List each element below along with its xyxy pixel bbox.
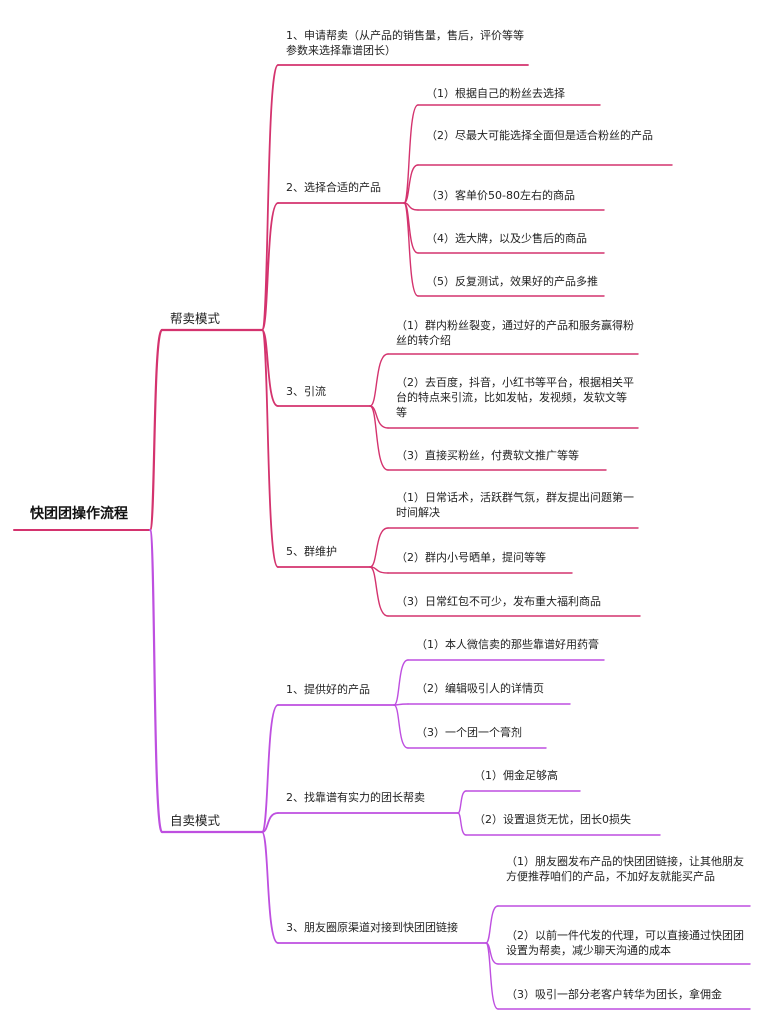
branch-1-topic-2-item-2-label: （3）吸引一部分老客户转华为团长，拿佣金 <box>506 988 722 1001</box>
branch-1-topic-0-item-0-label: （1）本人微信卖的那些靠谱好用药膏 <box>416 638 599 651</box>
branch-0-topic-1-item-4-connector <box>403 202 419 297</box>
branch-1-topic-0-item-2-connector <box>393 704 409 749</box>
branch-1-topic-2-connector <box>261 831 279 944</box>
branch-1-topic-2-item-0-connector <box>485 905 499 944</box>
branch-1-topic-1-item-0-label: （1）佣金足够高 <box>474 769 558 782</box>
branch-0-topic-2-connector <box>261 329 279 407</box>
branch-0-topic-1-item-2-label: （3）客单价50-80左右的商品 <box>426 189 575 202</box>
branch-1-topic-0-connector <box>261 704 279 833</box>
root-topic: 快团团操作流程 <box>30 506 128 522</box>
branch-0-topic-3-item-0-label: （1）日常话术，活跃群气氛，群友提出问题第一时间解决 <box>396 491 634 519</box>
branch-0-topic-3-label: 5、群维护 <box>286 545 337 558</box>
branch-0-topic-1-connector <box>261 202 279 331</box>
branch-0-topic-2-item-2-connector <box>369 405 389 471</box>
branch-0-topic-1-item-1-label: （2）尽最大可能选择全面但是适合粉丝的产品 <box>426 129 653 142</box>
branch-0-topic-3-item-0-connector <box>369 527 389 568</box>
branch-0-topic-1-item-1-connector <box>403 164 419 204</box>
branch-1-topic-1-connector <box>261 812 279 833</box>
branch-1-topic-1-item-1-label: （2）设置退货无忧，团长0损失 <box>474 813 631 826</box>
branch-0-topic-1-item-0-label: （1）根据自己的粉丝去选择 <box>426 87 565 100</box>
branch-0-topic-3-item-1-label: （2）群内小号晒单，提问等等 <box>396 551 546 564</box>
branch-1-connector <box>148 528 164 834</box>
branch-0-connector <box>148 328 164 532</box>
branch-1-topic-2-item-1-label: （2）以前一件代发的代理，可以直接通过快团团设置为帮卖，减少聊天沟通的成本 <box>506 929 744 957</box>
branch-1-topic-2-item-2-connector <box>485 942 499 1010</box>
branch-0-topic-1-label: 2、选择合适的产品 <box>286 181 381 194</box>
branch-1-topic-0-item-1-label: （2）编辑吸引人的详情页 <box>416 682 544 695</box>
branch-0-topic-2-item-0-label: （1）群内粉丝裂变，通过好的产品和服务赢得粉丝的转介绍 <box>396 319 634 347</box>
branch-0-topic-3-item-2-connector <box>369 566 389 617</box>
branch-0-topic-2-item-2-label: （3）直接买粉丝，付费软文推广等等 <box>396 449 579 462</box>
branch-0-topic-3-item-2-label: （3）日常红包不可少，发布重大福利商品 <box>396 595 601 608</box>
branch-0-topic-2-label: 3、引流 <box>286 385 326 398</box>
branch-0-topic-3-connector <box>261 329 279 568</box>
branch-0-topic-0-connector <box>261 64 279 331</box>
branch-0-topic-2-item-1-label: （2）去百度，抖音，小红书等平台，根据相关平台的特点来引流，比如发帖，发视频，发… <box>396 376 634 419</box>
branch-1-topic-0-item-2-label: （3）一个团一个膏剂 <box>416 726 522 739</box>
branch-1-topic-1-item-0-connector <box>457 790 467 814</box>
branch-1-topic-0-label: 1、提供好的产品 <box>286 683 370 696</box>
branch-0-topic-2-item-0-connector <box>369 353 389 407</box>
branch-0-topic-1-item-0-connector <box>403 104 419 204</box>
branch-0-topic-0-label: 1、申请帮卖（从产品的销售量，售后，评价等等参数来选择靠谱团长） <box>286 29 524 57</box>
branch-0-topic-1-item-4-label: （5）反复测试，效果好的产品多推 <box>426 275 598 288</box>
branch-1-topic-2-item-0-label: （1）朋友圈发布产品的快团团链接，让其他朋友方便推荐咱们的产品，不加好友就能买产… <box>506 855 744 883</box>
branch-1-topic-0-item-0-connector <box>393 659 409 706</box>
branch-1-topic-1-label: 2、找靠谱有实力的团长帮卖 <box>286 791 425 804</box>
branch-1-topic-1-item-1-connector <box>457 812 467 836</box>
branch-1-label: 自卖模式 <box>170 813 221 828</box>
branch-0-label: 帮卖模式 <box>170 311 221 326</box>
branch-0-topic-1-item-3-label: （4）选大牌，以及少售后的商品 <box>426 232 587 245</box>
branch-1-topic-2-label: 3、朋友圈原渠道对接到快团团链接 <box>286 921 458 934</box>
